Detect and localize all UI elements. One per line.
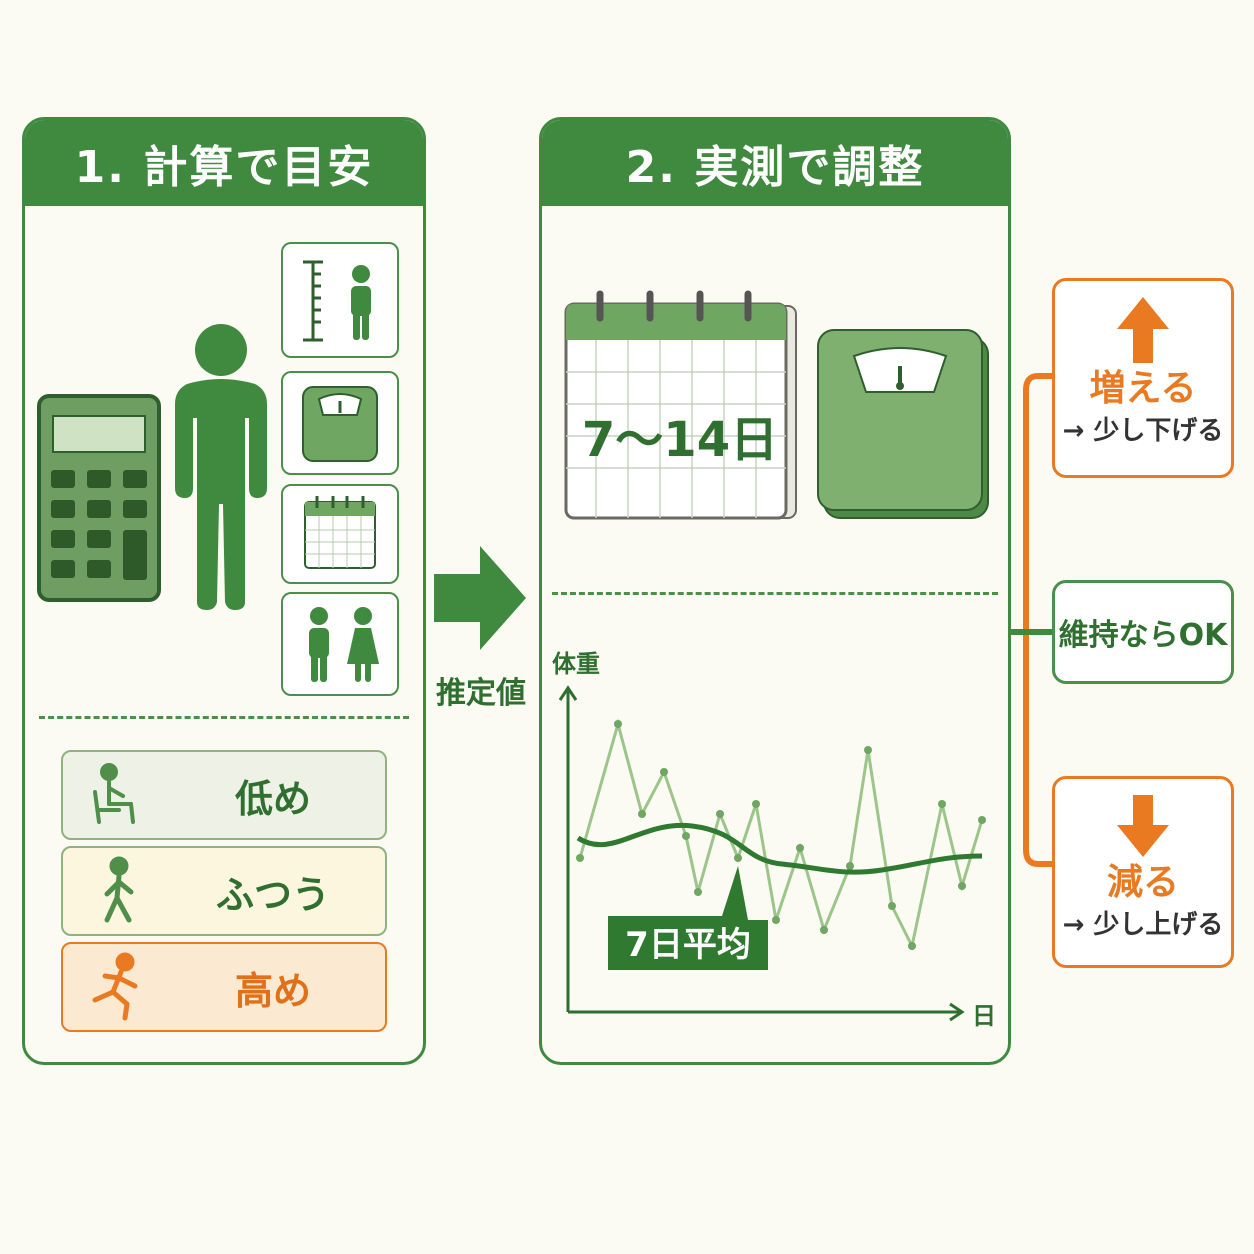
step1-title: 1. 計算で目安: [25, 120, 423, 206]
calculator-icon: [37, 394, 161, 602]
activity-high-label: 高め: [234, 968, 311, 1013]
estimate-label: 推定値: [436, 676, 526, 711]
branch-connector: [1008, 373, 1054, 867]
increase-action: → 少し下げる: [1062, 416, 1224, 446]
scale-icon: [817, 329, 989, 519]
step1-panel: 1. 計算で目安: [22, 117, 426, 1065]
height-box: [281, 242, 399, 358]
height-icon: [303, 260, 371, 342]
step2-title: 2. 実測で調整: [542, 120, 1008, 206]
divider: [39, 716, 409, 719]
activity-high: 高め: [61, 942, 387, 1032]
calendar-icon: [564, 290, 797, 520]
activity-low-label: 低め: [234, 776, 311, 821]
outcome-maintain: 維持ならOK: [1052, 580, 1234, 684]
gender-box: [281, 592, 399, 696]
calendar-period-label: 7〜14日: [581, 412, 779, 468]
calendar-box: [281, 484, 399, 584]
arrow-up-icon: [1117, 297, 1169, 363]
y-axis-label: 体重: [552, 650, 600, 678]
outcome-increase: 増える → 少し下げる: [1052, 278, 1234, 478]
running-person-icon: [92, 952, 138, 1021]
decrease-action: → 少し上げる: [1062, 910, 1224, 940]
sitting-person-icon: [93, 763, 135, 824]
activity-normal: ふつう: [61, 846, 387, 936]
increase-title: 増える: [1089, 368, 1197, 409]
activity-normal-label: ふつう: [215, 872, 330, 917]
activity-low: 低め: [61, 750, 387, 840]
decrease-title: 減る: [1106, 862, 1179, 903]
x-axis-label: 日: [972, 1002, 996, 1030]
weight-graph: [558, 685, 986, 1022]
scale-box: [281, 371, 399, 475]
scale-icon: [302, 386, 378, 462]
calendar-icon: [304, 496, 376, 569]
arrow-right-icon: [434, 546, 526, 650]
person-icon: [175, 324, 267, 610]
arrow-down-icon: [1117, 795, 1169, 857]
outcome-decrease: 減る → 少し上げる: [1052, 776, 1234, 968]
divider: [552, 592, 998, 595]
average-label: 7日平均: [625, 925, 751, 965]
male-female-icon: [309, 607, 379, 682]
walking-person-icon: [104, 856, 134, 923]
step2-panel: 2. 実測で調整 7〜14日: [539, 117, 1011, 1065]
